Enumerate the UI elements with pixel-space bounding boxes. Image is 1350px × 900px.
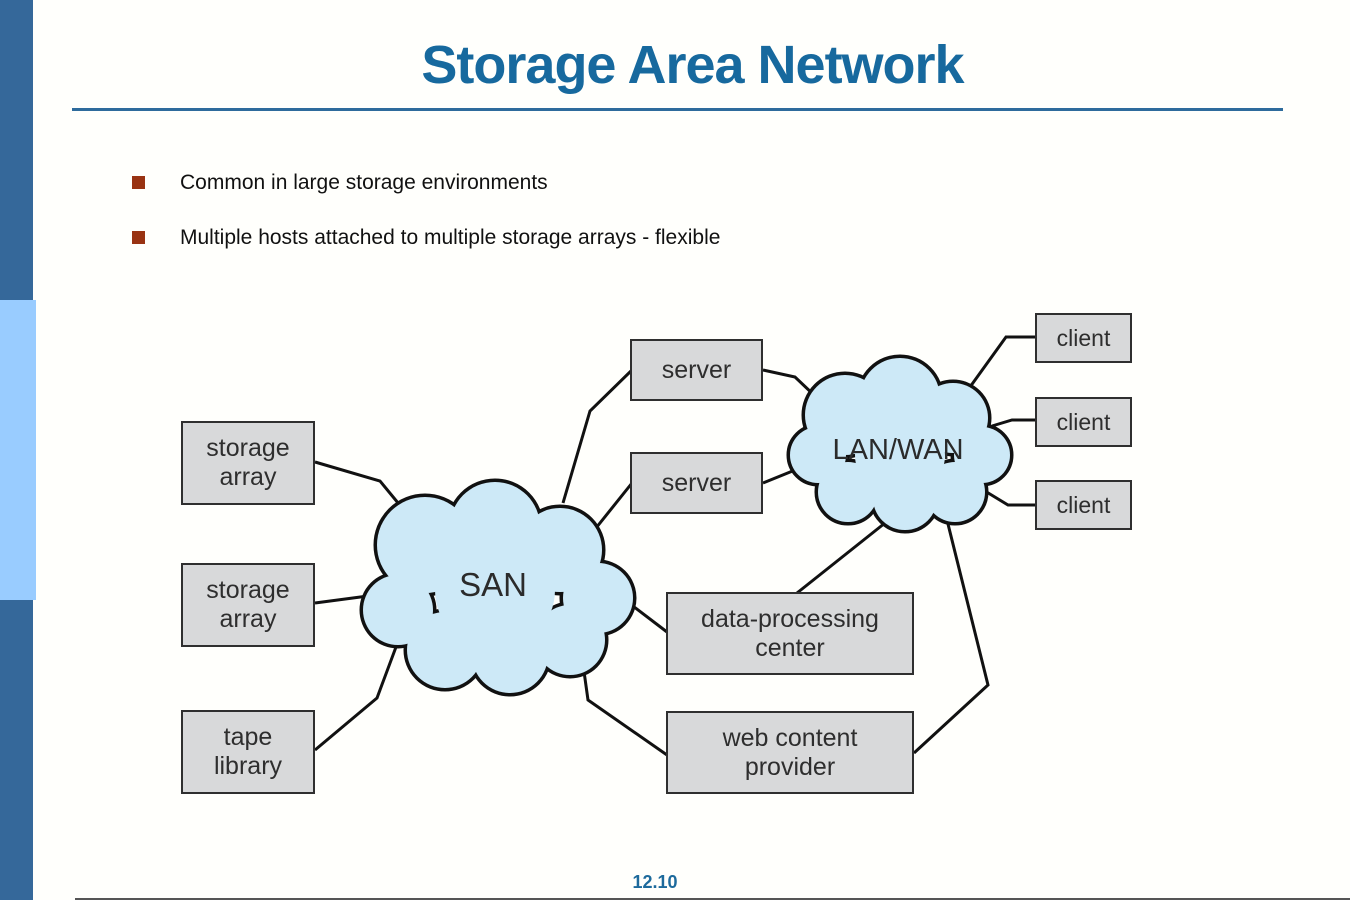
title-divider xyxy=(72,108,1283,111)
connector-lanwan-data-processing-center xyxy=(796,521,886,595)
connector-lanwan-web-content-provider xyxy=(912,519,990,755)
sidebar-accent-dark-bottom xyxy=(0,600,33,900)
sidebar-accent-dark-top xyxy=(0,0,33,300)
connector-server-1-lanwan xyxy=(762,368,817,398)
san-cloud-shape xyxy=(359,478,637,697)
connector-lanwan-client-1 xyxy=(968,335,1037,388)
san-cloud-label: SAN xyxy=(459,566,527,603)
bottom-edge-divider xyxy=(75,898,1350,900)
node-server-1: server xyxy=(630,339,763,401)
node-tape-library: tape library xyxy=(181,710,315,794)
node-client-1: client xyxy=(1035,313,1132,363)
connector-storage-array-2-san xyxy=(314,594,369,605)
connector-storage-array-1-san xyxy=(314,460,405,510)
connector-san-server-1 xyxy=(561,368,634,504)
node-storage-array-2: storage array xyxy=(181,563,315,647)
bullet-square-icon xyxy=(132,231,145,244)
node-storage-array-1: storage array xyxy=(181,421,315,505)
node-client-3: client xyxy=(1035,480,1132,530)
connector-lines xyxy=(314,335,1037,757)
node-web-content-provider: web content provider xyxy=(666,711,914,794)
bullet-text: Multiple hosts attached to multiple stor… xyxy=(180,226,721,249)
node-data-processing-center: data-processing center xyxy=(666,592,914,675)
page-title: Storage Area Network xyxy=(421,35,964,95)
page-number: 12.10 xyxy=(632,872,678,892)
sidebar-accent-light xyxy=(0,300,36,600)
lanwan-cloud-label: LAN/WAN xyxy=(832,434,964,466)
bullet-square-icon xyxy=(132,176,145,189)
bullet-text: Common in large storage environments xyxy=(180,171,548,194)
lanwan-cloud-shape xyxy=(786,354,1014,534)
connector-lanwan-client-3 xyxy=(979,486,1037,507)
node-client-2: client xyxy=(1035,397,1132,447)
connector-lanwan-client-2 xyxy=(991,418,1037,428)
node-server-2: server xyxy=(630,452,763,514)
connector-tape-library-san xyxy=(314,646,398,752)
